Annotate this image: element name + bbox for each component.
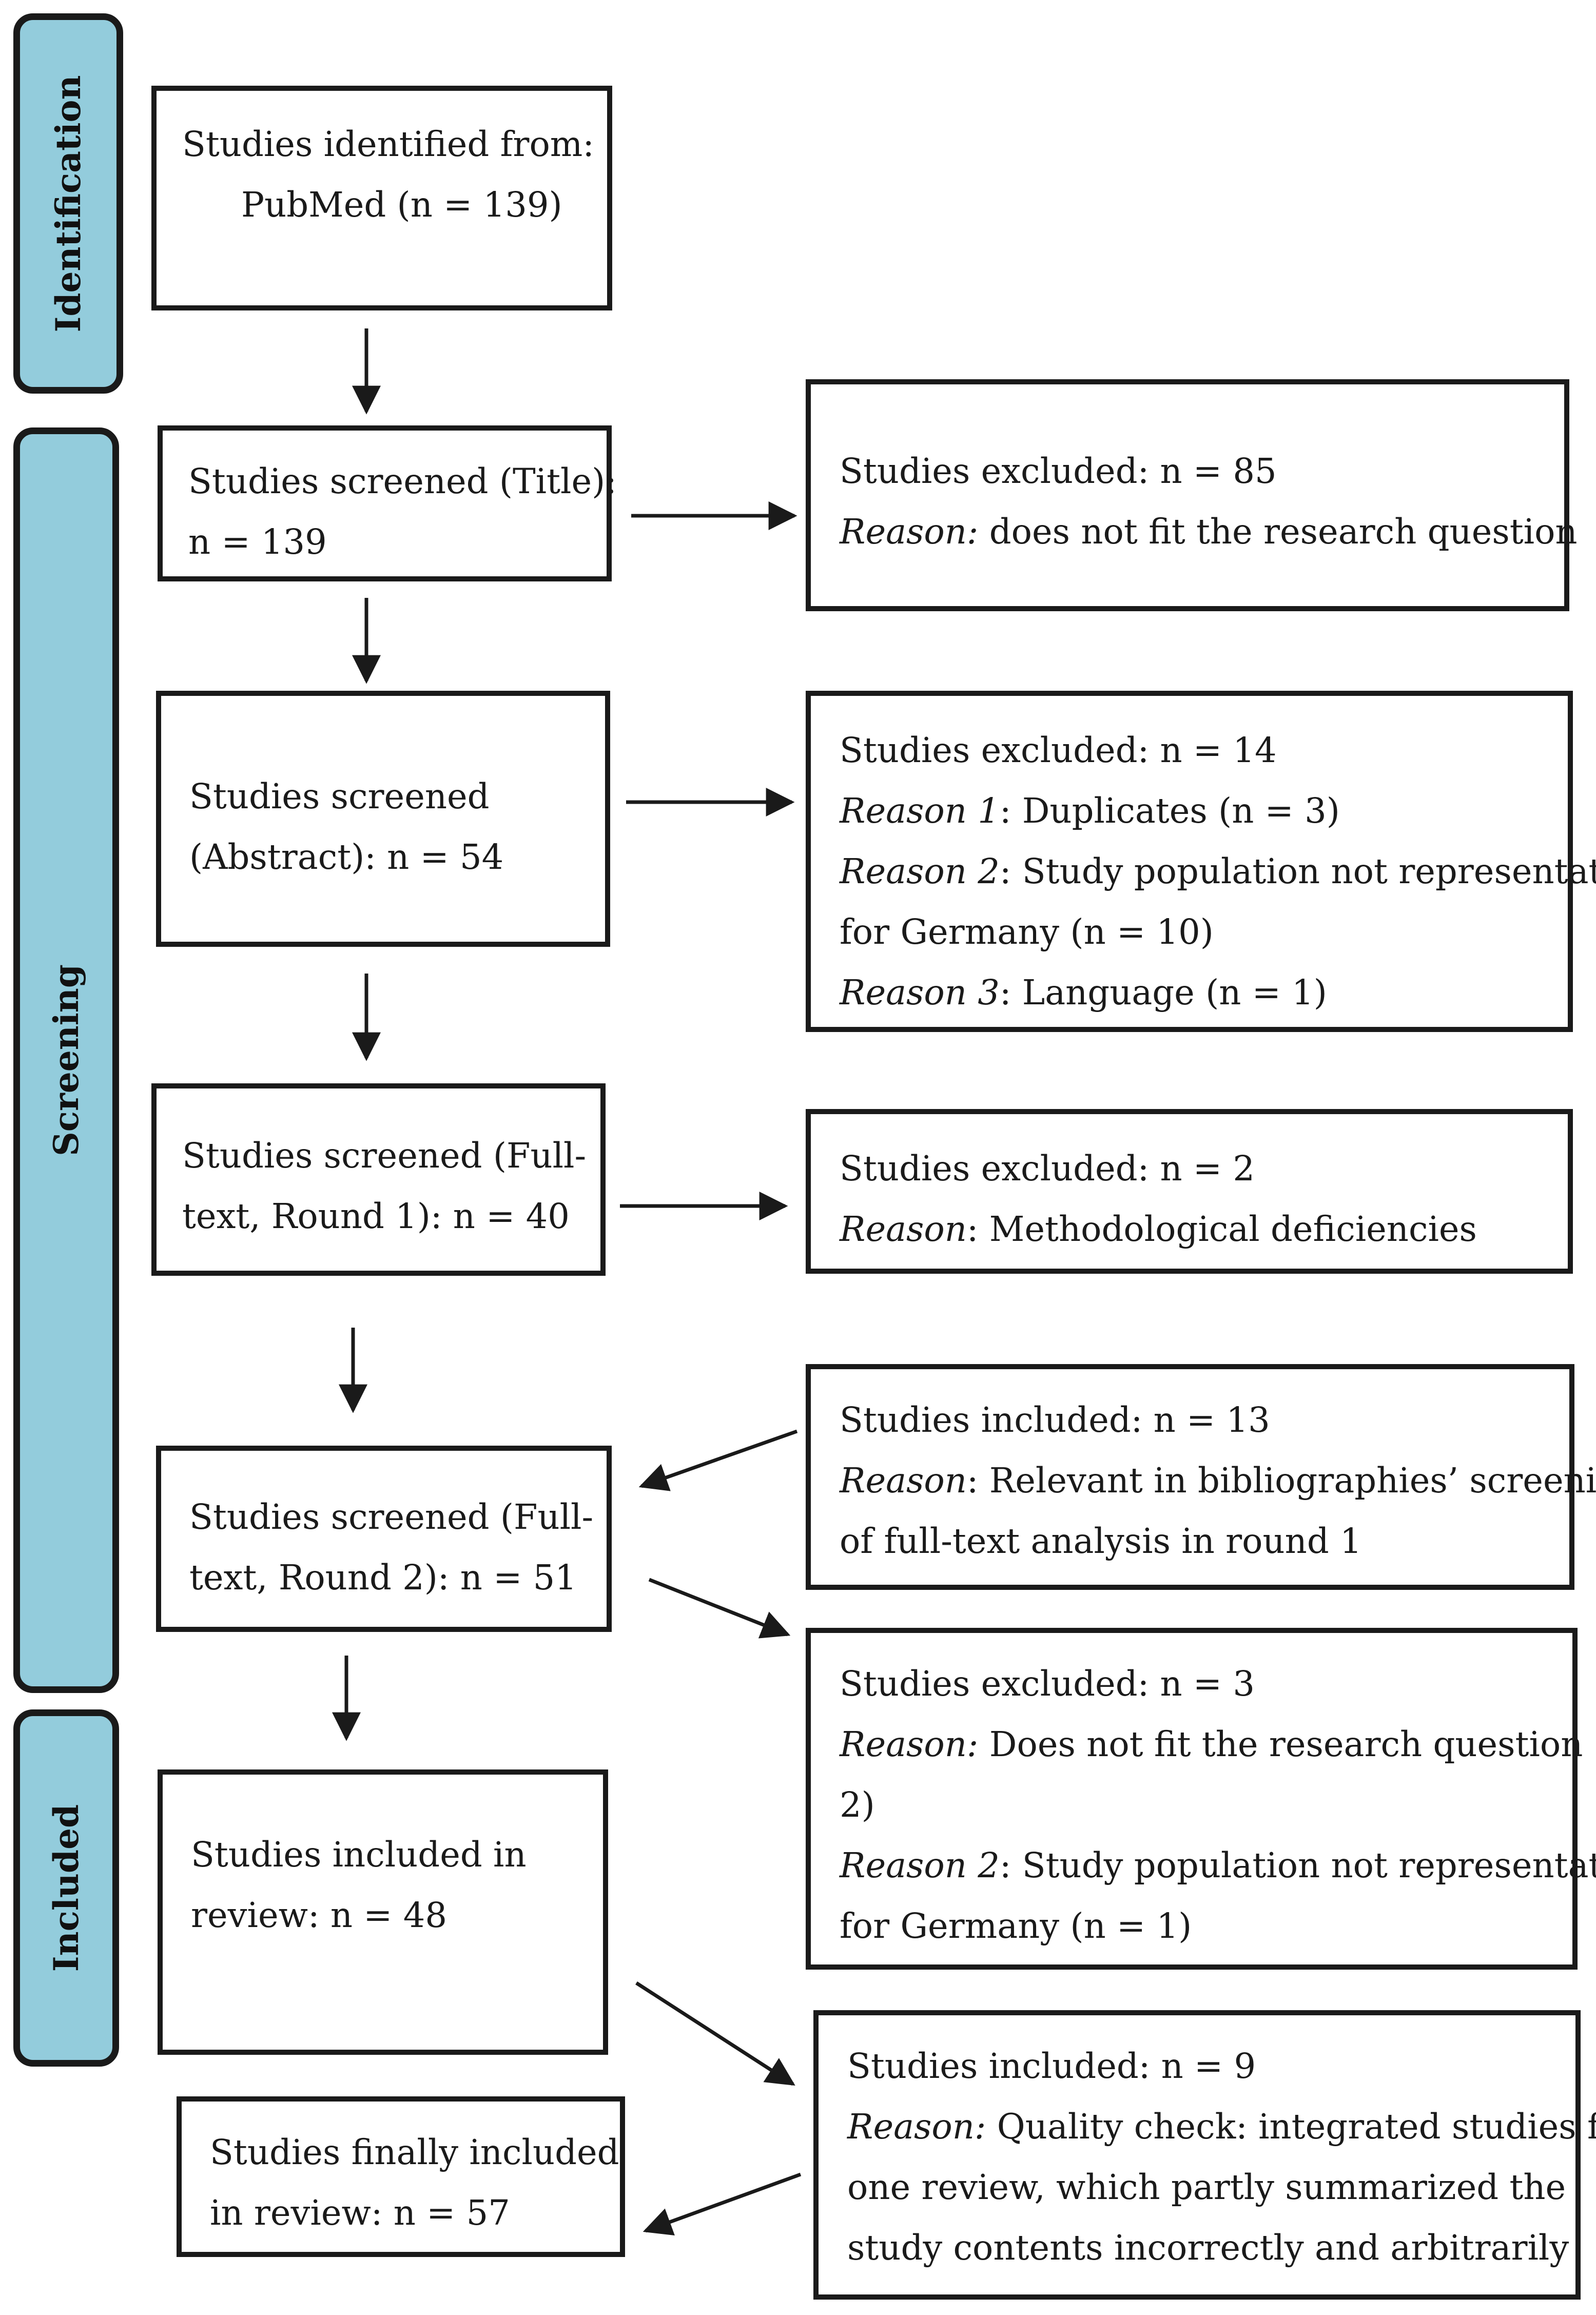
final-included-line1: Studies finally included [210, 2132, 619, 2172]
fulltext1-excluded-reason: Reason: Methodological deficiencies [840, 1199, 1477, 1259]
fulltext2-excluded-r2-text: : Study population not representative [999, 1845, 1596, 1885]
phase-identification: Identification [13, 13, 123, 394]
abstract-screen-box: Studies screened (Abstract): n = 54 [156, 691, 610, 947]
fulltext2-excluded-reason2-cont: for Germany (n = 1) [840, 1906, 1192, 1946]
quality-included-box: Studies included: n = 9 Reason: Quality … [813, 2010, 1596, 2300]
phase-screening: Screening [13, 427, 119, 1693]
final-included-line2: in review: n = 57 [210, 2193, 510, 2233]
fulltext2-excluded-line1: Studies excluded: n = 3 [840, 1664, 1255, 1704]
abstract-excluded-r1-label: Reason 1 [840, 791, 1000, 831]
title-excluded-box: Studies excluded: n = 85 Reason: does no… [806, 379, 1578, 611]
arrow-included13-to-fulltext2 [638, 1429, 798, 1491]
fulltext2-screen-line1: Studies screened (Full- [189, 1497, 594, 1537]
final-included-box: Studies finally included in review: n = … [177, 2096, 625, 2257]
fulltext2-excluded-reason-text: Does not fit the research question (n = [989, 1724, 1596, 1764]
fulltext2-excluded-reason-label: Reason: [840, 1724, 979, 1764]
abstract-screen-line1: Studies screened [189, 776, 490, 816]
fulltext1-screen-line2: text, Round 1): n = 40 [182, 1196, 570, 1236]
quality-included-reason-text: Quality check: integrated studies from [997, 2107, 1596, 2147]
arrow-fulltext2-to-excluded [648, 1578, 791, 1639]
abstract-excluded-r3-text: : Language (n = 1) [999, 972, 1327, 1013]
fulltext2-excluded-line3: 2) [840, 1785, 875, 1825]
abstract-excluded-reason2-cont: for Germany (n = 10) [840, 912, 1214, 952]
title-excluded-reason-label: Reason: [840, 512, 979, 552]
fulltext2-screen-line2: text, Round 2): n = 51 [189, 1558, 577, 1598]
title-screen-line2: n = 139 [188, 522, 327, 562]
fulltext2-excluded-box: Studies excluded: n = 3 Reason: Does not… [806, 1628, 1596, 1970]
abstract-excluded-reason2: Reason 2: Study population not represent… [840, 841, 1596, 902]
arrow-quality-to-final [643, 2172, 802, 2236]
abstract-excluded-r2-label: Reason 2 [840, 851, 1000, 891]
identification-line2: PubMed (n = 139) [241, 185, 562, 225]
fulltext2-screen-box: Studies screened (Full- text, Round 2): … [156, 1446, 612, 1632]
abstract-excluded-box: Studies excluded: n = 14 Reason 1: Dupli… [806, 691, 1596, 1032]
fulltext1-screen-box: Studies screened (Full- text, Round 1): … [151, 1083, 606, 1276]
fulltext1-excluded-reason-label: Reason [840, 1209, 967, 1249]
abstract-excluded-reason3: Reason 3: Language (n = 1) [840, 962, 1327, 1023]
quality-included-reason: Reason: Quality check: integrated studie… [847, 2096, 1596, 2157]
abstract-screen-line2: (Abstract): n = 54 [189, 837, 504, 877]
review-included-box: Studies included in review: n = 48 [158, 1769, 608, 2055]
quality-included-line3: one review, which partly summarized the [847, 2167, 1566, 2207]
fulltext1-screen-line1: Studies screened (Full- [182, 1136, 587, 1176]
fulltext2-excluded-reason2: Reason 2: Study population not represent… [840, 1835, 1596, 1896]
fulltext2-included-line3: of full-text analysis in round 1 [840, 1521, 1362, 1561]
fulltext2-excluded-reason: Reason: Does not fit the research questi… [840, 1714, 1596, 1775]
identification-box: Studies identified from: PubMed (n = 139… [151, 86, 612, 310]
abstract-excluded-r3-label: Reason 3 [840, 972, 1000, 1013]
fulltext2-included-reason-label: Reason [840, 1461, 967, 1501]
fulltext2-included-box: Studies included: n = 13 Reason: Relevan… [806, 1364, 1596, 1590]
fulltext1-excluded-line1: Studies excluded: n = 2 [840, 1149, 1255, 1189]
abstract-excluded-reason1: Reason 1: Duplicates (n = 3) [840, 781, 1340, 841]
phase-included: Included [13, 1709, 119, 2067]
title-excluded-reason: Reason: does not fit the research questi… [840, 501, 1578, 562]
arrow-review-to-quality [635, 1981, 795, 2086]
fulltext2-included-line1: Studies included: n = 13 [840, 1400, 1270, 1440]
fulltext1-excluded-reason-text: : Methodological deficiencies [966, 1209, 1477, 1249]
title-screen-box: Studies screened (Title): n = 139 [158, 425, 617, 581]
fulltext1-excluded-box: Studies excluded: n = 2 Reason: Methodol… [806, 1109, 1573, 1274]
title-screen-line1: Studies screened (Title): [188, 461, 617, 501]
quality-included-line4: study contents incorrectly and arbitrari… [847, 2228, 1569, 2268]
title-excluded-reason-text: does not fit the research question [978, 512, 1578, 552]
quality-included-reason-label: Reason: [847, 2107, 986, 2147]
fulltext2-included-reason-text: : Relevant in bibliographies’ screening [966, 1461, 1596, 1501]
fulltext2-included-reason: Reason: Relevant in bibliographies’ scre… [840, 1450, 1596, 1511]
abstract-excluded-line1: Studies excluded: n = 14 [840, 730, 1277, 770]
title-excluded-line1: Studies excluded: n = 85 [840, 451, 1277, 491]
abstract-excluded-r2-text: : Study population not representative [999, 851, 1596, 891]
fulltext2-excluded-r2-label: Reason 2 [840, 1845, 1000, 1885]
review-included-line2: review: n = 48 [191, 1895, 447, 1935]
quality-included-line1: Studies included: n = 9 [847, 2046, 1256, 2086]
abstract-excluded-r1-text: : Duplicates (n = 3) [999, 791, 1340, 831]
review-included-line1: Studies included in [191, 1835, 527, 1875]
identification-line1: Studies identified from: [182, 124, 594, 164]
